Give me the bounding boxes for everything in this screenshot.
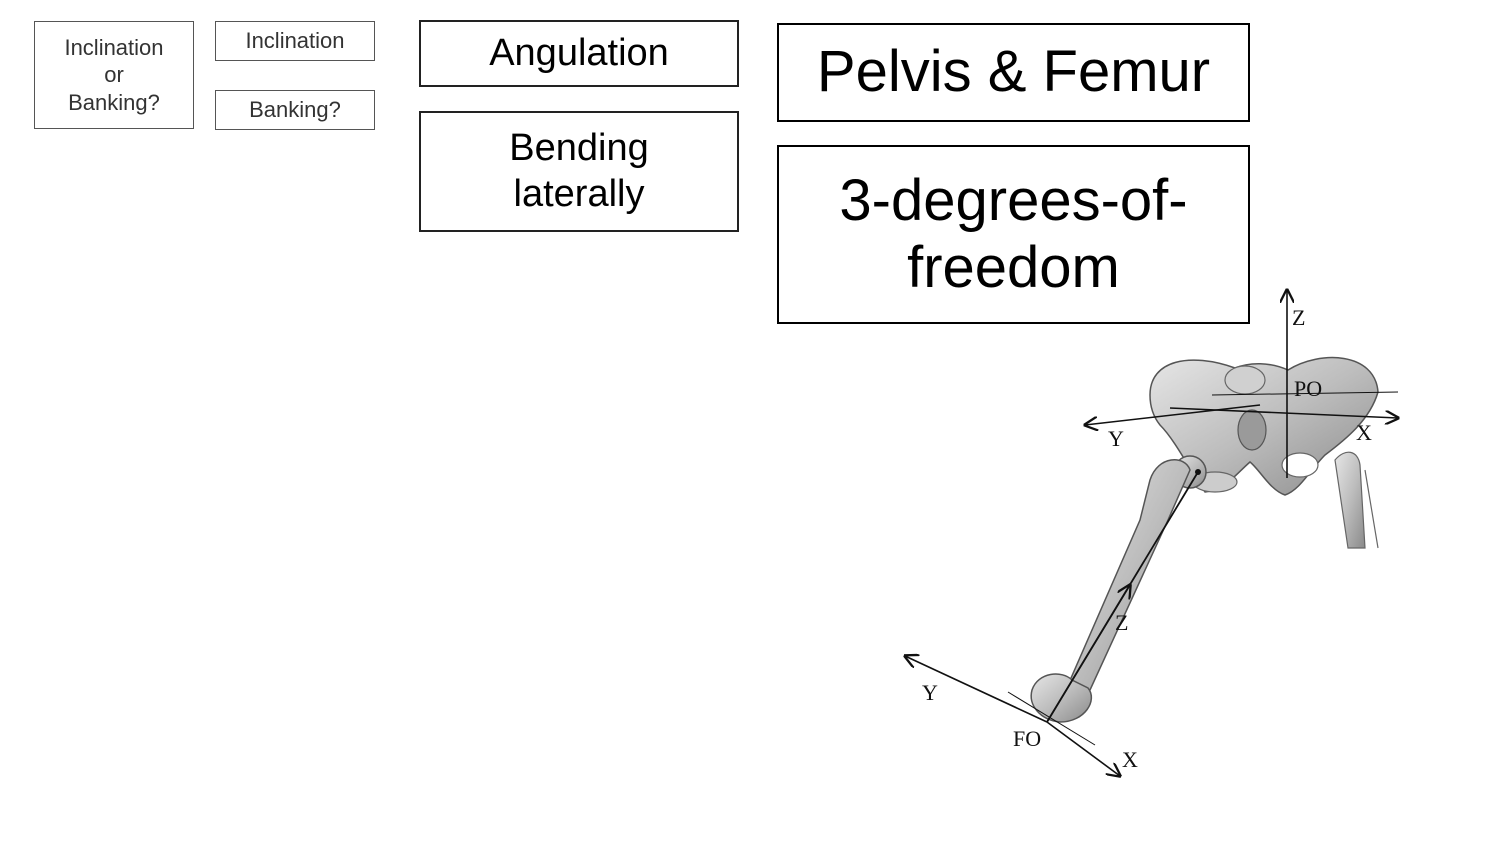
femur-y-label: Y <box>922 680 938 705</box>
angulation-label: Angulation <box>489 31 669 74</box>
pelvis-illustration <box>1149 356 1379 549</box>
pelvis-femur-diagram: Z PO X Y Z Y FO X <box>880 280 1440 800</box>
pelvis-z-label: Z <box>1292 305 1305 330</box>
pelvis-femur-label: Pelvis & Femur <box>816 39 1211 105</box>
banking-label: Banking? <box>249 97 341 123</box>
femur-z-label: Z <box>1115 610 1128 635</box>
femur-origin-label: FO <box>1013 726 1041 751</box>
box-line: laterally <box>513 172 645 215</box>
box-line: 3-degrees-of- <box>839 167 1188 233</box>
box-line: Inclination <box>64 34 164 60</box>
degrees-of-freedom-box: 3-degrees-of- freedom <box>777 145 1250 324</box>
inclination-label: Inclination <box>245 28 345 54</box>
femur-x-label: X <box>1122 747 1138 772</box>
pelvis-femur-box: Pelvis & Femur <box>777 23 1250 122</box>
inclination-or-banking-box: Inclination or Banking? <box>34 21 194 129</box>
banking-box: Banking? <box>215 90 375 130</box>
femur-illustration <box>1030 455 1207 723</box>
box-line: Banking? <box>68 89 160 115</box>
angulation-box: Angulation <box>419 20 739 87</box>
pelvis-x-label: X <box>1356 420 1372 445</box>
pelvis-y-label: Y <box>1108 426 1124 451</box>
inclination-box: Inclination <box>215 21 375 61</box>
box-line: freedom <box>907 234 1120 300</box>
bending-laterally-box: Bending laterally <box>419 111 739 232</box>
pelvis-origin-label: PO <box>1294 376 1322 401</box>
box-line: or <box>104 62 124 88</box>
box-line: Bending <box>509 126 649 169</box>
